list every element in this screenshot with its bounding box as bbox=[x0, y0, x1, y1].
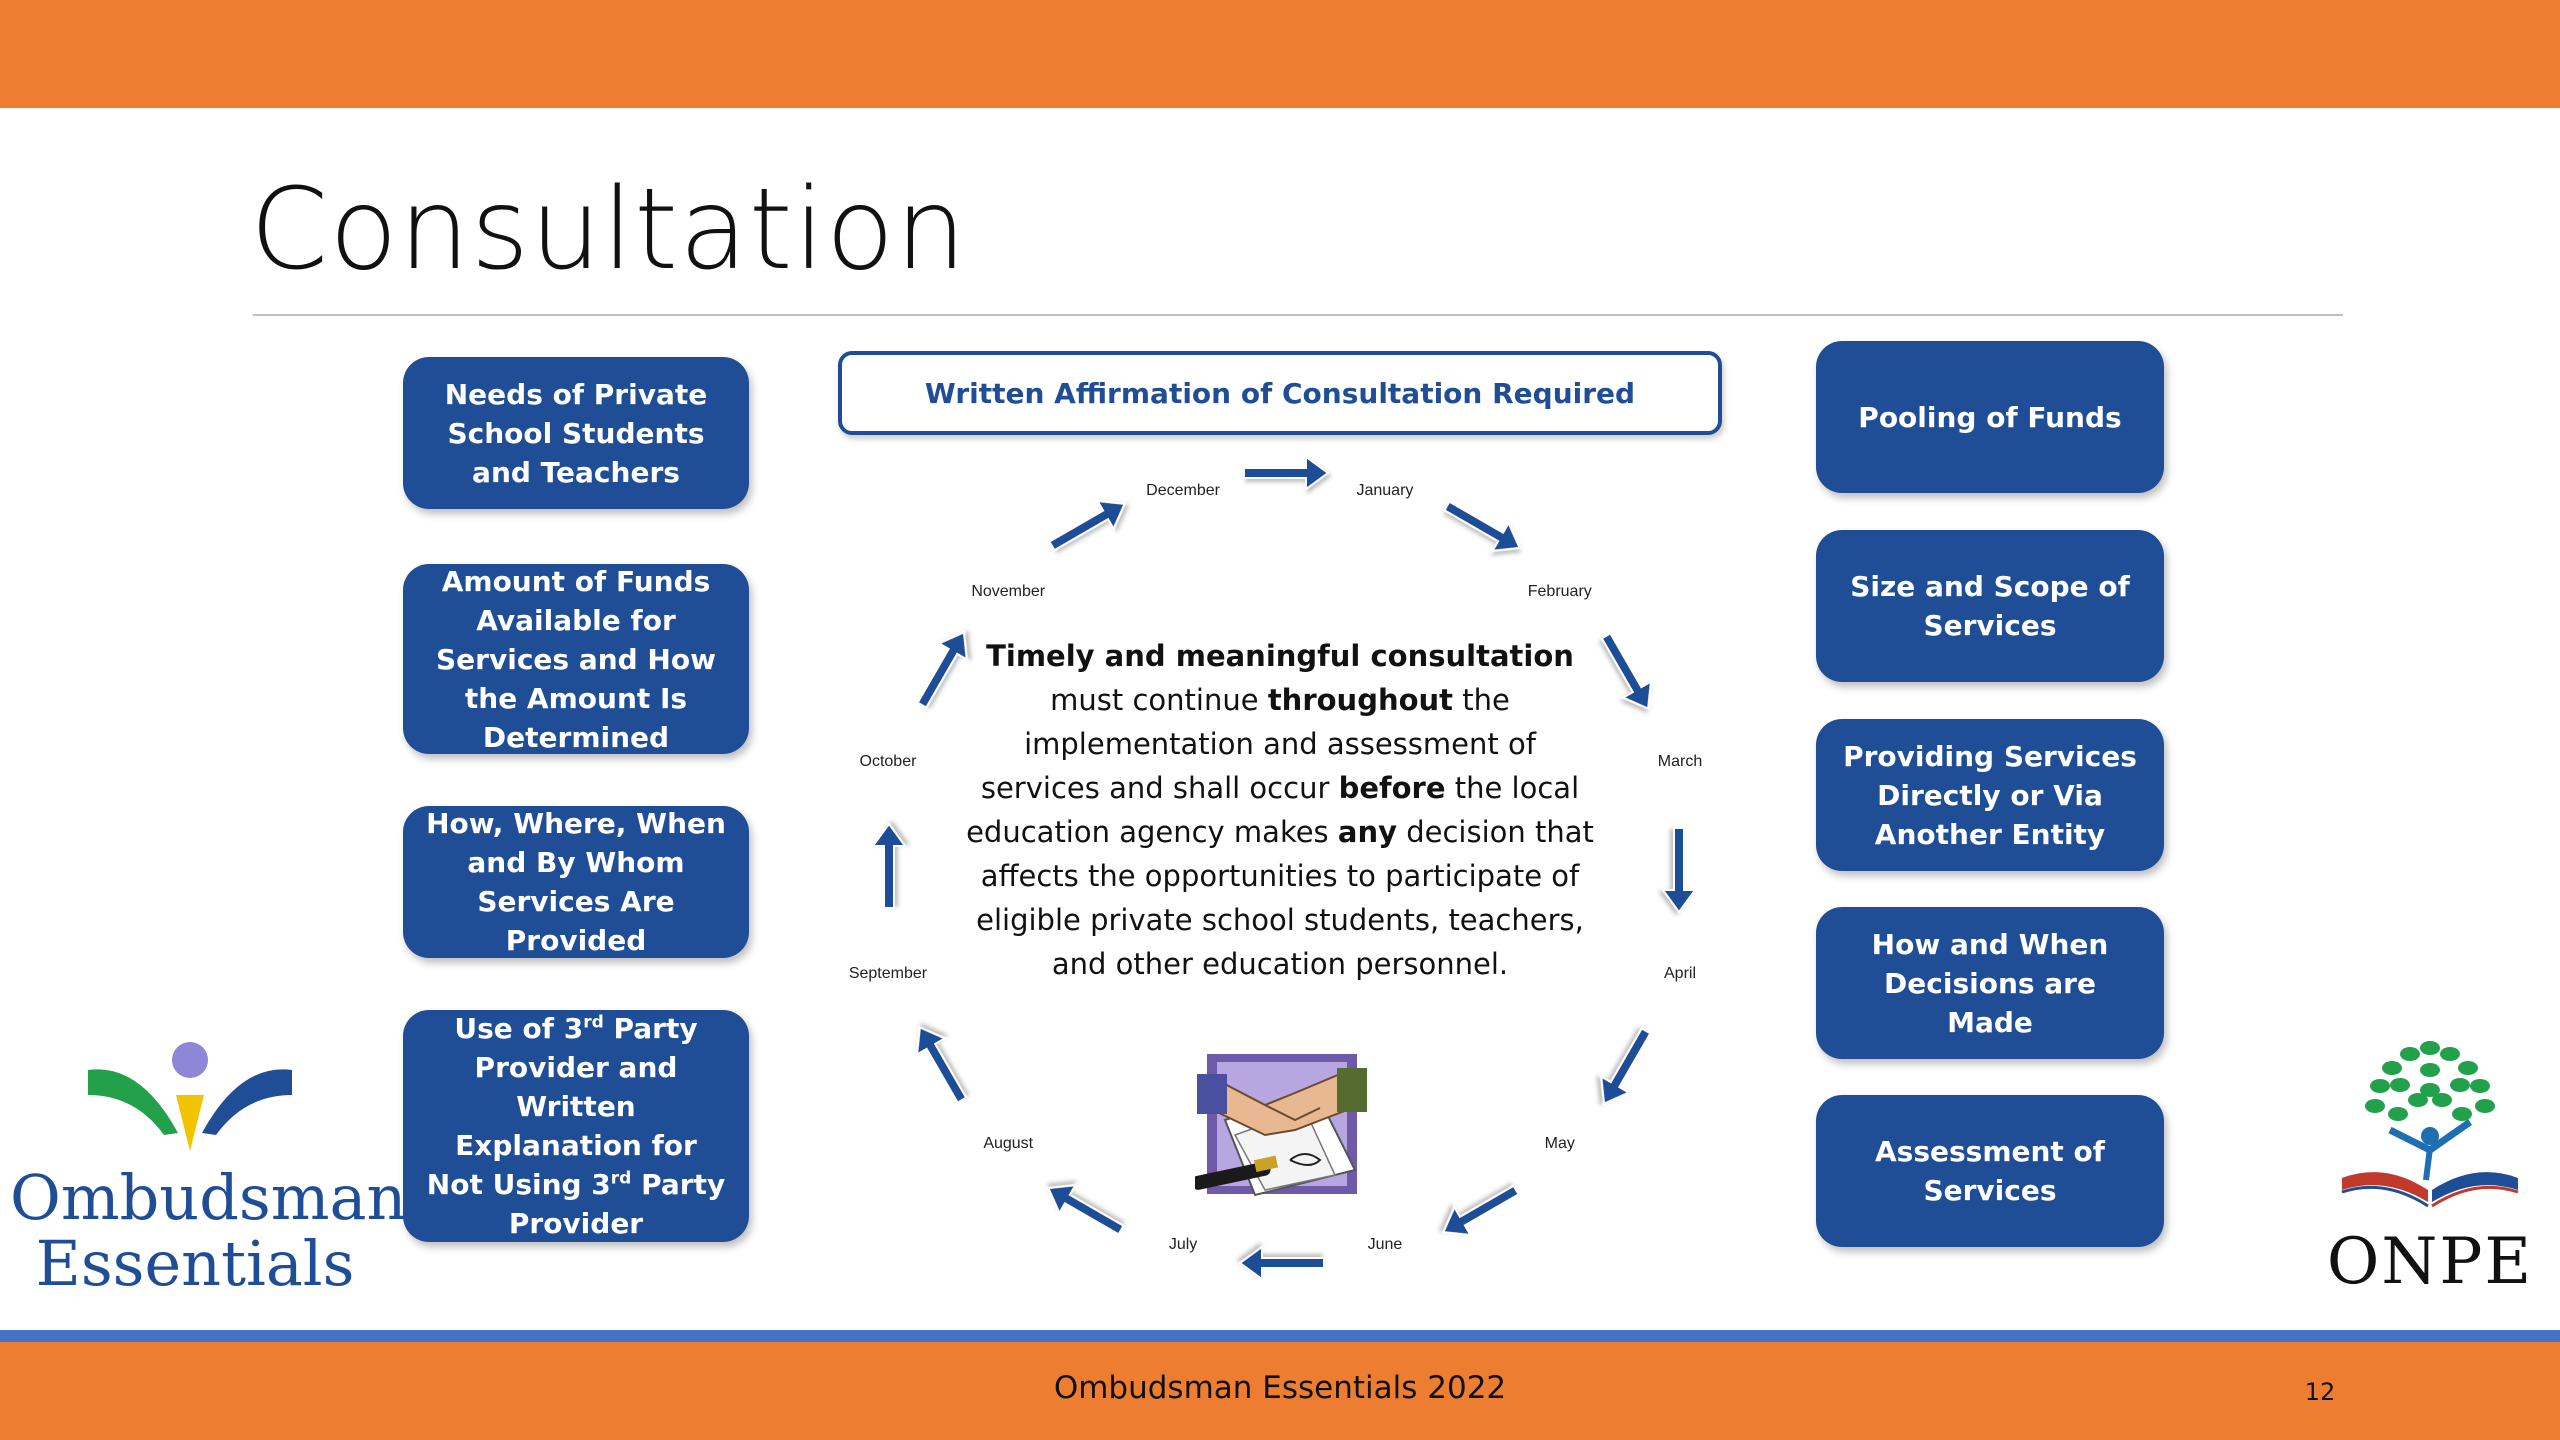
box-how-where-when: How, Where, When and By Whom Services Ar… bbox=[403, 806, 749, 958]
consultation-statement: Timely and meaningful consultation must … bbox=[966, 639, 1594, 981]
month-label-april: April bbox=[1664, 965, 1697, 983]
cycle-arrow-icon bbox=[1238, 1245, 1325, 1281]
box-needs-of-students: Needs of Private School Students and Tea… bbox=[403, 357, 749, 509]
box-assessment-of-services: Assessment of Services bbox=[1816, 1095, 2164, 1247]
box-label: Amount of Funds Available for Services a… bbox=[436, 564, 716, 754]
month-label-march: March bbox=[1657, 752, 1703, 770]
cycle-arrow-icon bbox=[1600, 631, 1653, 711]
box-size-and-scope: Size and Scope of Services bbox=[1816, 530, 2164, 682]
cycle-arrow-icon bbox=[916, 630, 968, 710]
written-affirmation-banner: Written Affirmation of Consultation Requ… bbox=[838, 351, 1722, 435]
handshake-contract-icon bbox=[1195, 1054, 1367, 1197]
month-label-january: January bbox=[1356, 482, 1414, 500]
onpe-wordmark: ONPE bbox=[2326, 1225, 2534, 1299]
month-label-october: October bbox=[859, 752, 917, 770]
title-divider bbox=[253, 314, 2343, 316]
onpe-tree-book-logo-icon bbox=[2341, 1041, 2519, 1208]
month-label-august: August bbox=[983, 1134, 1034, 1152]
cycle-arrow-icon bbox=[1441, 1184, 1521, 1237]
box-label: Assessment of Services bbox=[1875, 1135, 2105, 1207]
month-label-may: May bbox=[1544, 1134, 1575, 1152]
box-pooling-of-funds: Pooling of Funds bbox=[1816, 341, 2164, 493]
box-label: How, Where, When and By Whom Services Ar… bbox=[426, 807, 726, 957]
box-label: How and When Decisions are Made bbox=[1871, 927, 2109, 1039]
month-label-july: July bbox=[1168, 1235, 1198, 1253]
box-amount-of-funds: Amount of Funds Available for Services a… bbox=[403, 564, 749, 754]
cycle-arrow-icon bbox=[1243, 455, 1330, 491]
header-bar bbox=[0, 0, 2560, 108]
box-label: Pooling of Funds bbox=[1858, 400, 2122, 434]
cycle-arrow-icon bbox=[915, 1025, 968, 1105]
box-how-and-when-decisions: How and When Decisions are Made bbox=[1816, 907, 2164, 1059]
footer-title: Ombudsman Essentials 2022 bbox=[1053, 1370, 1507, 1406]
cycle-arrow-icon bbox=[1442, 500, 1522, 552]
month-label-february: February bbox=[1527, 583, 1592, 601]
month-label-june: June bbox=[1367, 1235, 1403, 1253]
cycle-arrow-icon bbox=[1600, 1026, 1652, 1106]
cycle-arrow-icon bbox=[1047, 499, 1127, 552]
ombudsman-essentials-wordmark: Ombudsman Essentials bbox=[10, 1161, 407, 1300]
slide-title: Consultation bbox=[250, 165, 968, 295]
month-label-november: November bbox=[971, 583, 1046, 601]
month-label-december: December bbox=[1146, 482, 1220, 500]
cycle-arrow-icon bbox=[1046, 1184, 1126, 1236]
cycle-arrow-icon bbox=[871, 822, 907, 909]
box-label: Use of 3rd Party Provider and Written Ex… bbox=[426, 1012, 726, 1240]
page-number: 12 bbox=[2304, 1378, 2336, 1406]
cycle-arrow-icon bbox=[1661, 827, 1697, 914]
box-label: Providing Services Directly or Via Anoth… bbox=[1843, 739, 2137, 851]
box-providing-services: Providing Services Directly or Via Anoth… bbox=[1816, 719, 2164, 871]
box-label: Needs of Private School Students and Tea… bbox=[444, 377, 708, 489]
box-third-party-provider: Use of 3rd Party Provider and Written Ex… bbox=[403, 1010, 749, 1242]
box-label: Size and Scope of Services bbox=[1850, 570, 2130, 642]
footer-bar bbox=[0, 1342, 2560, 1440]
ombudsman-essentials-logo-icon bbox=[88, 1042, 292, 1151]
footer-accent-line bbox=[0, 1330, 2560, 1342]
month-label-september: September bbox=[848, 965, 928, 983]
